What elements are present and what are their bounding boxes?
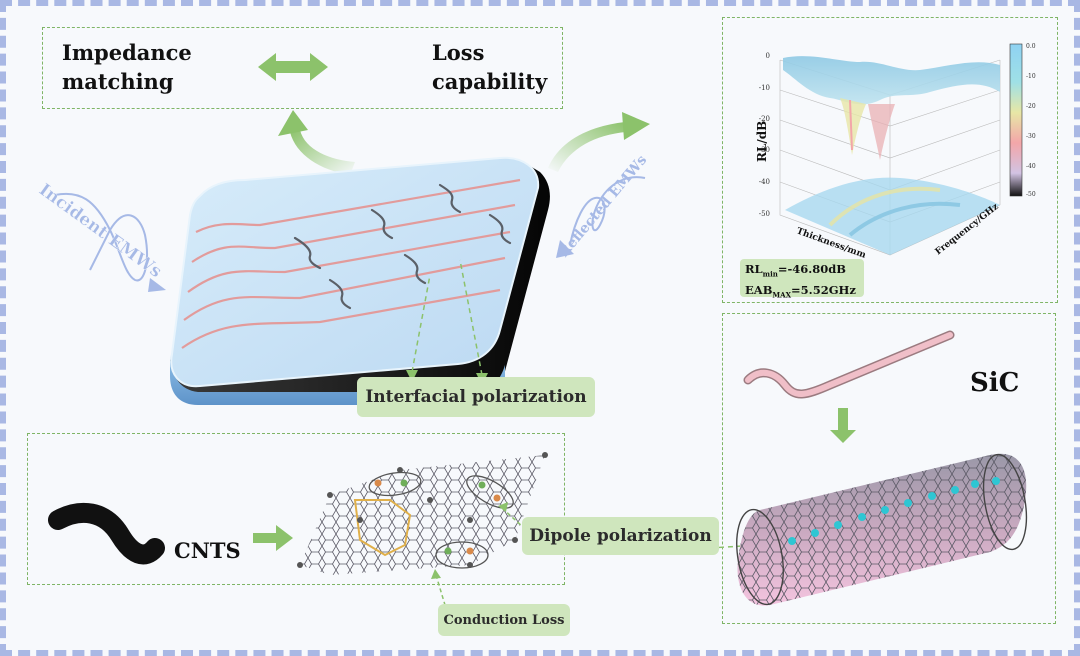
cbar-tick-4: -40 xyxy=(1026,163,1036,170)
sic-wire-icon xyxy=(743,330,955,399)
loss-line1: Loss xyxy=(432,40,485,65)
impedance-line1: Impedance xyxy=(62,40,192,65)
incident-wave-icon xyxy=(54,192,166,292)
double-arrow-icon xyxy=(258,53,328,81)
cbar-tick-0: 0.0 xyxy=(1026,43,1036,50)
eab-max-line: EABMAX=5.52GHz xyxy=(745,283,856,300)
conduction-label: Conduction Loss xyxy=(443,612,565,628)
reflected-wave-icon xyxy=(556,176,646,258)
rl-min-line: RLmin=-46.80dB xyxy=(745,262,846,279)
conduction-loss-pill: Conduction Loss xyxy=(438,604,570,636)
incident-label: Incident EMWs xyxy=(35,180,165,282)
results-box: RLmin=-46.80dB EABMAX=5.52GHz xyxy=(740,259,864,300)
interfacial-connectors xyxy=(411,259,483,376)
cnts-label: CNTS xyxy=(174,538,241,563)
colorbar xyxy=(1009,43,1023,197)
right-curved-arrow-icon xyxy=(548,112,650,172)
cnts-box xyxy=(27,433,565,585)
dipole-label: Dipole polarization xyxy=(529,526,712,546)
nanotube xyxy=(736,453,1028,606)
absorber-slab xyxy=(170,156,550,405)
cnt-squiggle-icon xyxy=(48,503,165,565)
reflected-label: Reflected EMWs xyxy=(556,152,651,260)
impedance-label: Impedance matching xyxy=(62,38,192,96)
cbar-tick-2: -20 xyxy=(1026,103,1036,110)
sic-label: SiC xyxy=(970,368,1020,398)
down-arrow-icon xyxy=(830,408,856,443)
interfacial-polarization-pill: Interfacial polarization xyxy=(357,377,595,417)
impedance-loss-box xyxy=(42,27,563,109)
loss-line2: capability xyxy=(432,69,548,94)
dipole-arrow-head xyxy=(498,502,508,512)
impedance-line2: matching xyxy=(62,69,174,94)
loss-label: Loss capability xyxy=(432,38,547,96)
dipole-polarization-pill: Dipole polarization xyxy=(522,517,719,555)
z-tick-2: -20 xyxy=(759,115,770,123)
z-tick-1: -10 xyxy=(759,84,770,92)
sic-box xyxy=(722,313,1056,624)
z-tick-0: 0 xyxy=(766,52,770,60)
conduction-arrow-head xyxy=(431,569,441,579)
plot-box xyxy=(722,17,1058,303)
right-arrow-icon xyxy=(253,525,293,551)
z-tick-5: -50 xyxy=(759,210,770,218)
cbar-tick-3: -30 xyxy=(1026,133,1036,140)
cbar-tick-5: -50 xyxy=(1026,191,1036,198)
dipole-connector xyxy=(501,507,524,528)
cbar-tick-1: -10 xyxy=(1026,73,1036,80)
z-tick-4: -40 xyxy=(759,178,770,186)
rl-3d-plot: 0 -10 -20 -30 -40 -50 RL/dB Thickness/mm… xyxy=(755,43,1036,261)
up-curved-arrow-icon xyxy=(278,110,355,175)
interfacial-label: Interfacial polarization xyxy=(365,387,587,407)
conduction-connector xyxy=(435,574,446,606)
graphene-lattice xyxy=(297,452,548,575)
z-axis-label: RL/dB xyxy=(755,121,769,162)
z-tick-3: -30 xyxy=(759,146,770,154)
